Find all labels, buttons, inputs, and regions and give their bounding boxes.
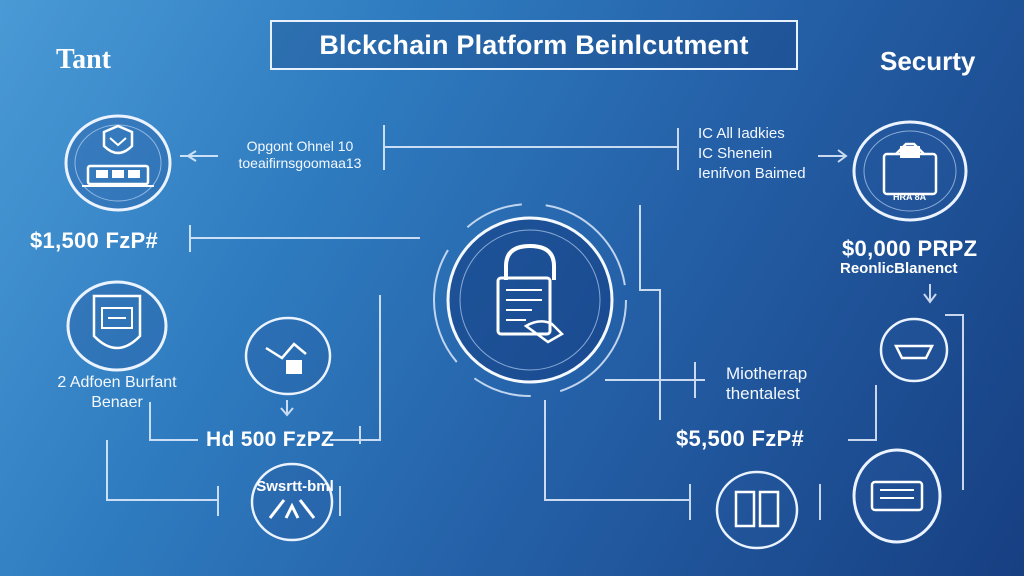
price-left-top: $1,500 FzP# [30, 228, 159, 253]
label-top-right-line-1: IC All Iadkies [698, 125, 785, 142]
price-right-bottom: $5,500 FzP# [676, 426, 805, 451]
title-box: Blckchain Platform Beinlcutment [270, 20, 798, 70]
label-right-mid-line-1: Miotherrap [726, 364, 808, 383]
label-left-mid: 2 Adfoen Burfant Benaer [32, 373, 202, 413]
label-top-right-line-3: Ienifvon Baimed [698, 165, 806, 182]
label-top-right: IC All Iadkies IC Shenein Ienifvon Baime… [698, 124, 818, 184]
label-top-left: Opgont Ohnel 10 toeaifirnsgoomaa13 [230, 138, 370, 172]
label-right-mid: Miotherrap thentalest [726, 364, 807, 404]
label-left-mid-line-2: Benaer [91, 394, 143, 411]
padlock-document-icon [422, 200, 638, 400]
node-label-right-top: HRA 8A [893, 192, 927, 202]
corner-label-right: Securty [880, 46, 976, 76]
label-top-left-line-2: toeaifirnsgoomaa13 [238, 155, 362, 171]
diagram-title: Blckchain Platform Beinlcutment [319, 29, 749, 60]
price-right-top: $0,000 PRPZ [842, 236, 978, 261]
label-right-mid-line-2: thentalest [726, 384, 800, 403]
label-top-left-line-1: Opgont Ohnel 10 [246, 138, 354, 154]
price-right-top-subtitle: ReonlicBlanenct [840, 260, 958, 277]
lock-briefcase-icon [850, 118, 970, 224]
server-bank-icon [850, 446, 944, 546]
label-bottom-center: Swsrtt-bml [256, 478, 334, 495]
shield-computer-icon [62, 112, 174, 214]
corner-label-left: Tant [56, 44, 112, 75]
hand-device-icon [242, 314, 334, 398]
shield-badge-icon [64, 278, 170, 374]
controller-icon [878, 316, 950, 384]
price-left-bottom: Hd 500 FzPZ [206, 428, 335, 451]
numeric-device-icon [712, 468, 802, 552]
label-left-mid-line-1: 2 Adfoen Burfant [57, 374, 177, 391]
label-top-right-line-2: IC Shenein [698, 145, 773, 162]
bird-hands-icon [248, 460, 336, 544]
